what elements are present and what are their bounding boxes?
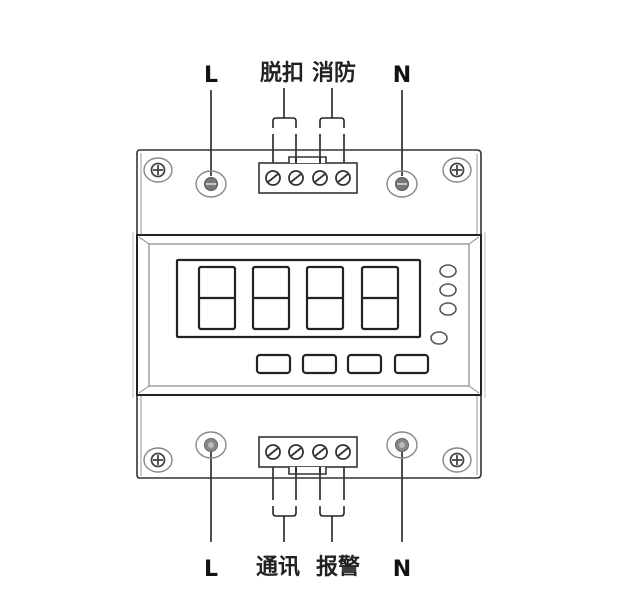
terminal-screw-icon — [335, 444, 351, 460]
seven-segment-display — [175, 258, 422, 339]
screw-icon — [143, 447, 173, 473]
label-top-trip: 脱扣 — [260, 61, 304, 86]
top-terminal-block — [258, 156, 358, 194]
terminal-screw-icon — [265, 444, 281, 460]
label-bottom-comm: 通讯 — [256, 555, 300, 580]
terminal-L-bottom-icon — [195, 431, 227, 459]
label-top-N: N — [393, 63, 411, 88]
terminal-N-bottom-icon — [386, 431, 418, 459]
label-bottom-N: N — [393, 557, 411, 582]
led-indicator-icon — [439, 283, 457, 297]
terminal-screw-icon — [335, 170, 351, 186]
button-4 — [393, 353, 430, 375]
led-indicator-icon — [439, 264, 457, 278]
button-1 — [255, 353, 292, 375]
terminal-screw-icon — [288, 444, 304, 460]
terminal-screw-icon — [312, 170, 328, 186]
power-terminals — [195, 170, 418, 459]
terminal-N-top-icon — [386, 170, 418, 198]
digit-3 — [305, 265, 345, 331]
terminal-screw-icon — [265, 170, 281, 186]
digit-2 — [251, 265, 291, 331]
screw-icon — [143, 157, 173, 183]
screw-icon — [442, 447, 472, 473]
label-bottom-alarm: 报警 — [316, 555, 360, 580]
indicator-leds — [430, 264, 457, 345]
label-bottom-L: L — [204, 557, 218, 582]
label-top-L: L — [204, 63, 218, 88]
front-buttons — [255, 353, 430, 375]
mounting-screws — [143, 157, 472, 473]
digit-4 — [360, 265, 400, 331]
screw-icon — [442, 157, 472, 183]
led-indicator-icon — [430, 331, 448, 345]
button-2 — [301, 353, 338, 375]
terminal-screw-icon — [288, 170, 304, 186]
bottom-terminal-block — [258, 436, 358, 475]
button-3 — [346, 353, 383, 375]
label-top-fire: 消防 — [312, 61, 356, 86]
led-indicator-icon — [439, 302, 457, 316]
digit-1 — [197, 265, 237, 331]
device-body — [132, 149, 486, 479]
terminal-L-top-icon — [195, 170, 227, 198]
terminal-screw-icon — [312, 444, 328, 460]
